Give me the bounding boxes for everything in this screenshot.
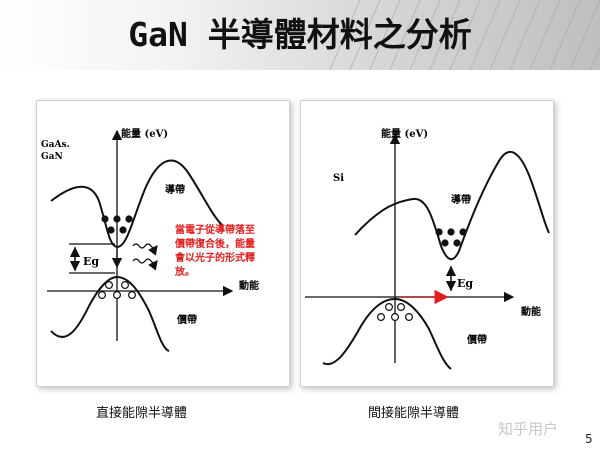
- electrons: [435, 228, 467, 247]
- conduction-band-curve: [354, 150, 550, 261]
- material-label-si: Si: [333, 173, 344, 184]
- conduction-band-curve: [50, 159, 224, 249]
- holes: [97, 281, 136, 300]
- holes: [376, 303, 413, 322]
- emission-note: 當電子從導帶落至 價帶復合後，能量 會以光子的形式釋 放。: [174, 223, 255, 278]
- indirect-caption: 間接能隙半導體: [368, 406, 460, 421]
- svg-text:價帶復合後，能量: 價帶復合後，能量: [174, 237, 255, 250]
- direct-bandgap-panel: 能量 (eV) 動能 GaAs. GaN 導帶 Eg 當電子從導帶落至 價帶復合…: [36, 100, 290, 387]
- valence-band-curve: [50, 275, 170, 352]
- conduction-band-label: 導帶: [165, 183, 185, 196]
- material-label-gaas: GaAs.: [41, 140, 70, 150]
- valence-band-curve: [322, 297, 452, 370]
- header-texture: [329, 0, 600, 70]
- valence-band-label: 價帶: [466, 333, 487, 346]
- indirect-bandgap-diagram: 能量 (eV) 動能 Si 導帶 Eg 價帶: [305, 127, 550, 370]
- y-axis-label: 能量 (eV): [121, 127, 168, 140]
- watermark: 知乎用户: [498, 420, 559, 438]
- y-axis-label: 能量 (eV): [381, 127, 428, 140]
- svg-text:當電子從導帶落至: 當電子從導帶落至: [175, 223, 255, 236]
- material-label-gan: GaN: [41, 152, 63, 162]
- x-axis-label: 動能: [521, 305, 541, 318]
- photon-waves: [132, 243, 158, 271]
- gap-label: Eg: [83, 255, 99, 268]
- page-number: 5: [585, 432, 593, 446]
- conduction-band-label: 導帶: [451, 193, 471, 206]
- svg-text:放。: 放。: [174, 265, 195, 278]
- header-band: [0, 0, 600, 70]
- direct-bandgap-diagram: 能量 (eV) 動能 GaAs. GaN 導帶 Eg 當電子從導帶落至 價帶復合…: [41, 127, 259, 352]
- direct-caption: 直接能隙半導體: [96, 406, 188, 421]
- indirect-bandgap-panel: 能量 (eV) 動能 Si 導帶 Eg 價帶: [300, 100, 554, 387]
- electrons: [101, 215, 133, 234]
- gap-label: Eg: [457, 277, 473, 290]
- valence-band-label: 價帶: [176, 313, 197, 326]
- x-axis-label: 動能: [239, 279, 259, 292]
- svg-text:會以光子的形式釋: 會以光子的形式釋: [174, 251, 255, 264]
- slide-title: GaN 半導體材料之分析: [128, 15, 472, 54]
